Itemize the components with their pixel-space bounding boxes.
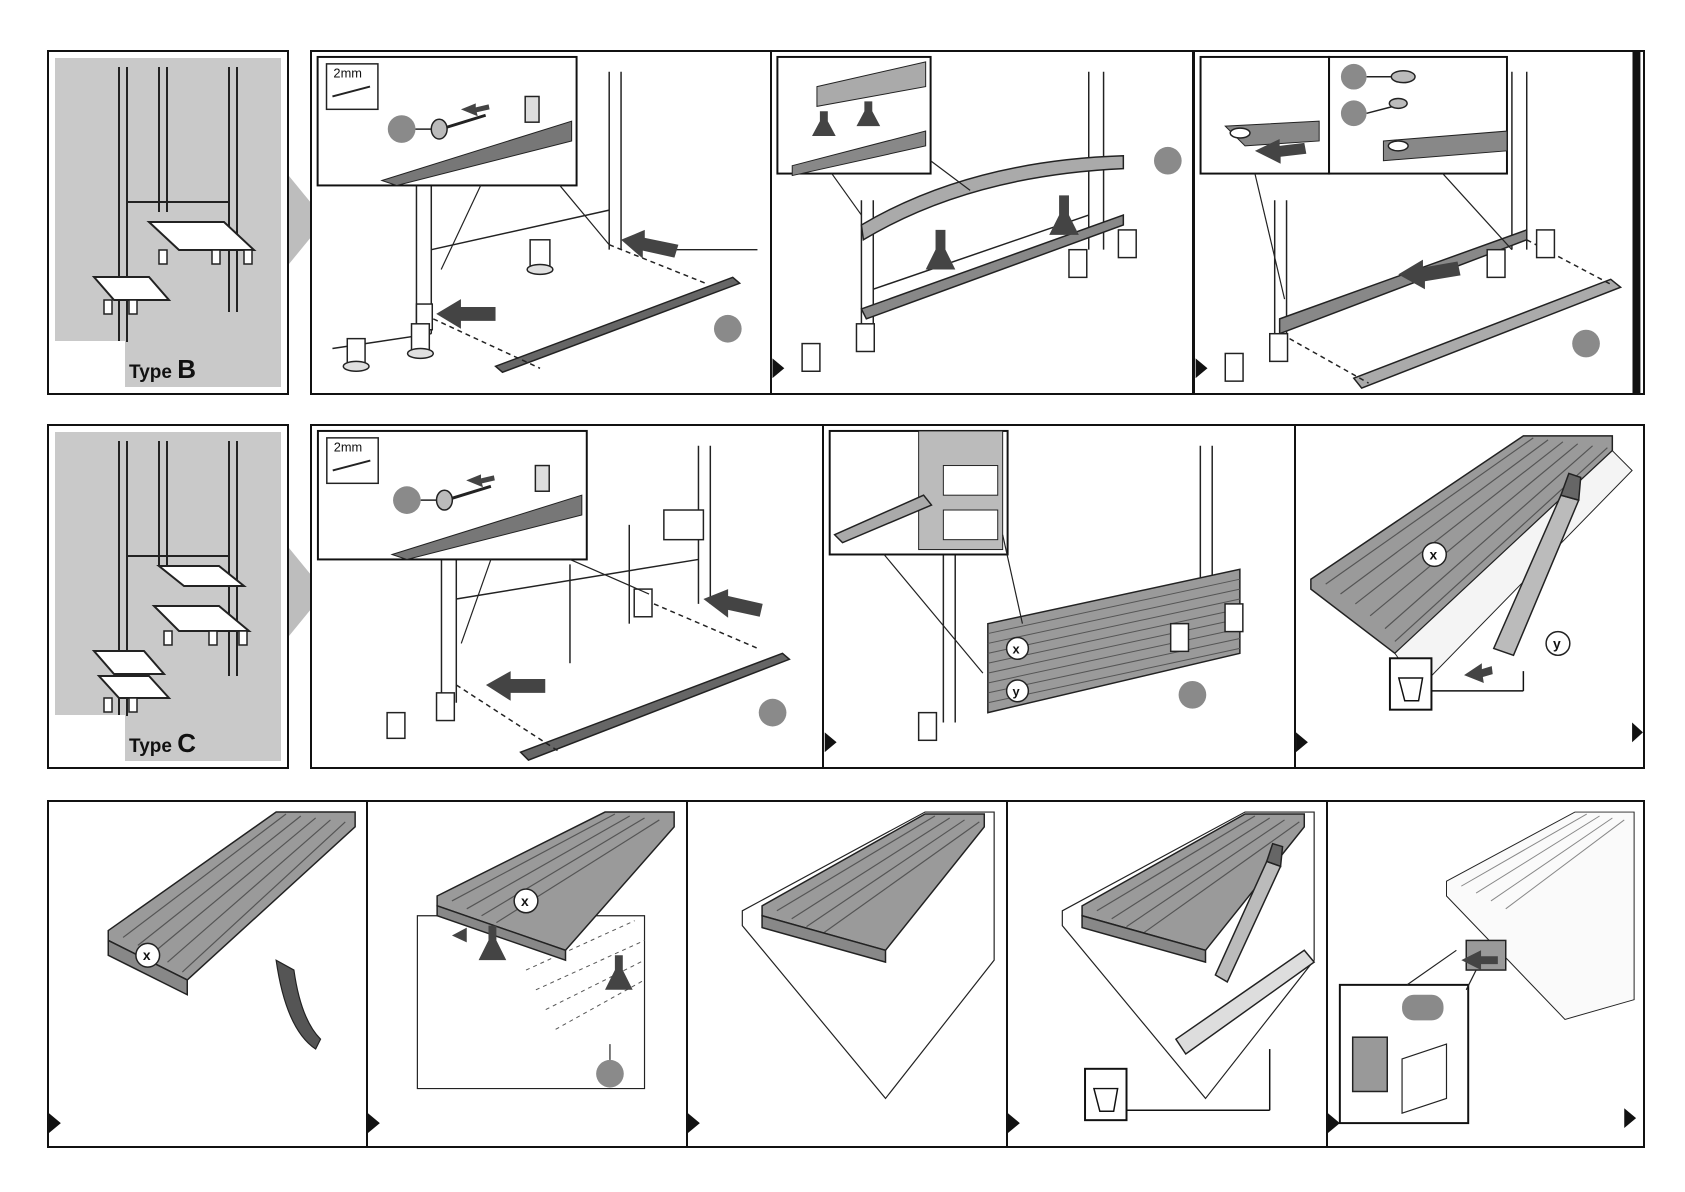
type-b-label: Type B: [129, 354, 196, 385]
drill-size-label: 2mm: [333, 66, 362, 81]
marker-x: x: [1429, 546, 1437, 562]
marker-y: y: [1553, 635, 1561, 651]
peel-arrow-icon: [276, 960, 320, 1049]
type-letter: C: [177, 728, 196, 758]
step-panel-b3: [1193, 50, 1645, 395]
step-panel-4: [1006, 800, 1328, 1148]
marker-y: y: [1013, 684, 1021, 699]
marker-x: x: [1013, 641, 1021, 656]
type-c-box: Type C: [47, 424, 289, 769]
trash-can-icon: [1085, 1069, 1126, 1120]
marker-x: x: [521, 893, 529, 909]
step-panel-2: x: [366, 800, 688, 1148]
step-panel-c2: x y: [822, 424, 1296, 769]
type-c-label: Type C: [129, 728, 196, 759]
type-letter: B: [177, 354, 196, 384]
drill-size-label: 2mm: [334, 440, 363, 455]
type-b-box: Type B: [47, 50, 289, 395]
step-panel-c3: x y: [1294, 424, 1645, 769]
step-panel-c1: 2mm: [310, 424, 824, 769]
step-panel-3: [686, 800, 1008, 1148]
step-panel-1: x: [47, 800, 368, 1148]
trash-can-icon: [1390, 658, 1432, 709]
step-panel-5: [1326, 800, 1645, 1148]
marker-x: x: [143, 947, 151, 963]
step-panel-b1: 2mm: [310, 50, 772, 395]
step-panel-b2: [770, 50, 1194, 395]
